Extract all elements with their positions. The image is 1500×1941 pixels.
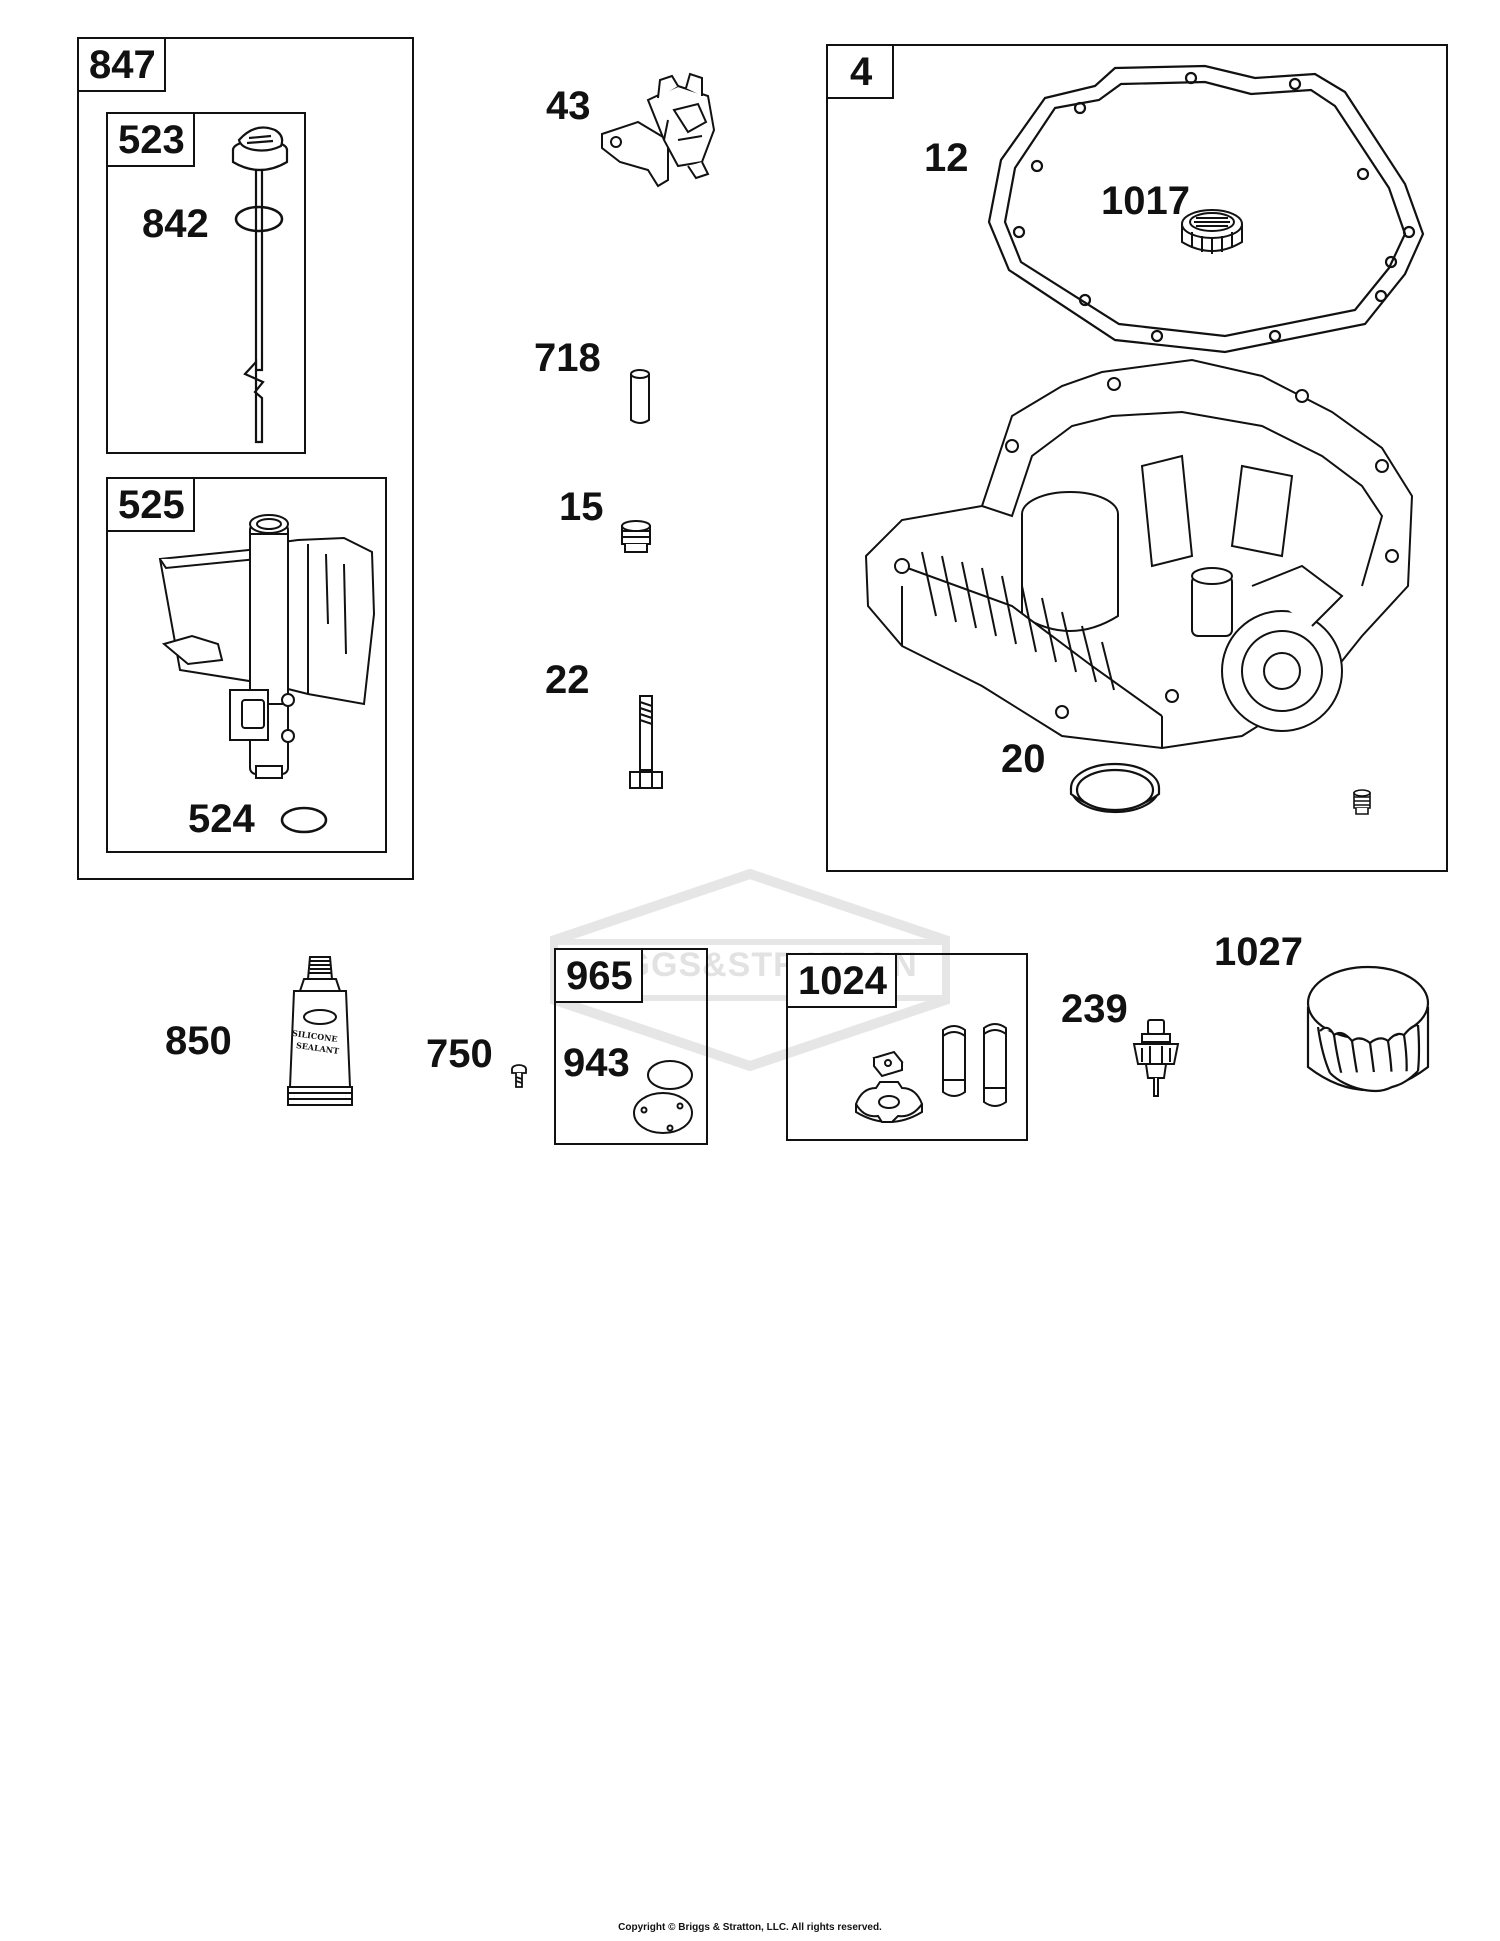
kit-965-tag: 965 <box>554 948 643 1003</box>
kit-965-frame: 965 <box>554 948 708 1145</box>
kit-4-frame: 4 <box>826 44 1448 872</box>
screw-750-drawing <box>509 1063 529 1089</box>
copyright-notice: Copyright © Briggs & Stratton, LLC. All … <box>618 1922 882 1933</box>
oil-pump-rotor-drawing <box>852 1048 926 1132</box>
sealant-tube-drawing <box>280 955 360 1110</box>
oil-filter-drawing <box>1300 963 1436 1111</box>
governor-bracket-drawing <box>598 70 728 200</box>
callout-15: 15 <box>559 485 604 529</box>
callout-943: 943 <box>563 1041 630 1085</box>
dowel-pin-drawing <box>627 368 653 426</box>
dipstick-tube-drawing <box>158 504 378 784</box>
filter-screen-1017-drawing <box>1176 202 1248 254</box>
kit-1024-frame: 1024 <box>786 953 1028 1141</box>
sump-gasket-drawing <box>985 64 1430 354</box>
callout-1027: 1027 <box>1214 930 1303 974</box>
callout-12: 12 <box>924 136 969 180</box>
plug-15-drawing <box>617 518 655 558</box>
kit-847-frame: 847 <box>77 37 414 880</box>
callout-1017: 1017 <box>1101 179 1190 223</box>
cover-plate-943-drawing <box>630 1088 696 1138</box>
engine-sump-drawing <box>862 356 1418 756</box>
kit-525-frame: 525 <box>106 477 387 853</box>
oil-pressure-switch-drawing <box>1128 1016 1184 1102</box>
callout-524: 524 <box>188 797 255 841</box>
callout-239: 239 <box>1061 987 1128 1031</box>
pump-vane-left-drawing <box>937 1022 971 1100</box>
callout-43: 43 <box>546 84 591 128</box>
o-ring-524-drawing <box>278 804 330 836</box>
kit-523-frame: 523 <box>106 112 306 454</box>
callout-22: 22 <box>545 658 590 702</box>
kit-523-tag: 523 <box>106 112 195 167</box>
callout-718: 718 <box>534 336 601 380</box>
dipstick-drawing <box>225 112 295 442</box>
callout-850: 850 <box>165 1019 232 1063</box>
pump-vane-right-drawing <box>978 1020 1012 1110</box>
callout-20: 20 <box>1001 737 1046 781</box>
callout-750: 750 <box>426 1032 493 1076</box>
drain-plug-drawing <box>1351 788 1373 816</box>
bolt-22-drawing <box>628 692 664 792</box>
kit-4-tag: 4 <box>826 44 895 99</box>
oil-seal-20-drawing <box>1067 760 1163 820</box>
callout-842: 842 <box>142 202 209 246</box>
kit-1024-tag: 1024 <box>786 953 897 1008</box>
kit-847-tag: 847 <box>77 37 166 92</box>
kit-525-tag: 525 <box>106 477 195 532</box>
o-ring-842-drawing <box>232 203 287 235</box>
gasket-943-drawing <box>644 1056 696 1094</box>
